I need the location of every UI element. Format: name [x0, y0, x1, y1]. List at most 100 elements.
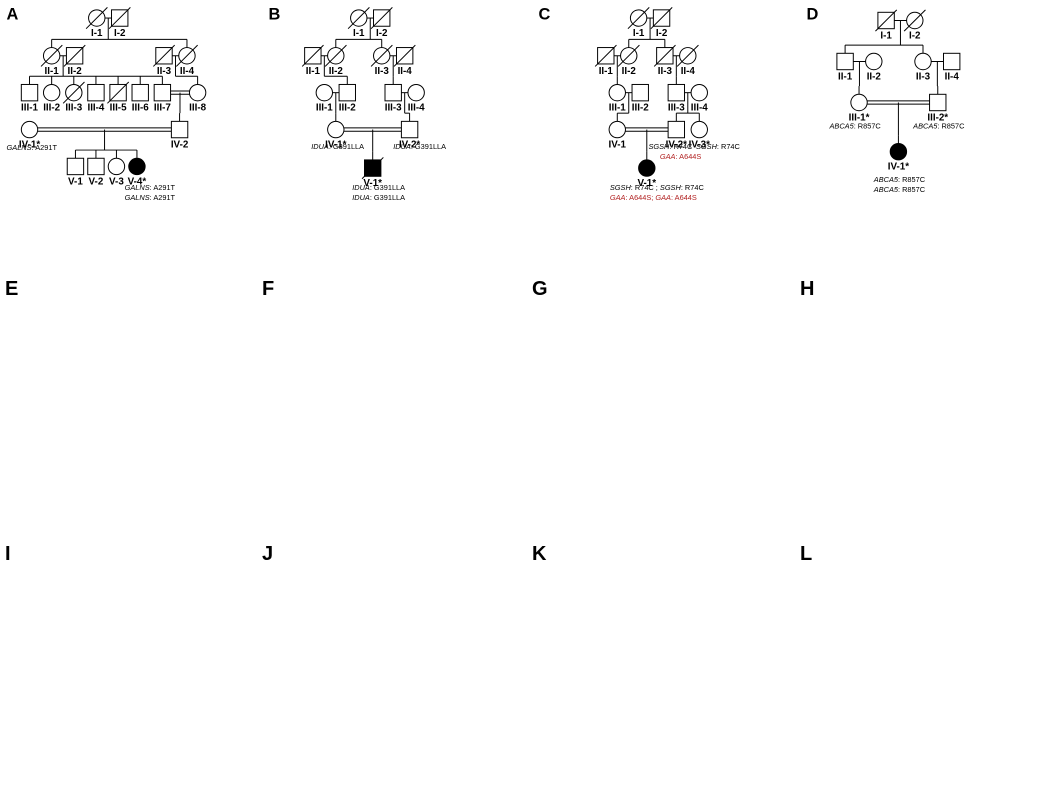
female-symbol: [128, 157, 146, 176]
individual-II-2: II-2: [865, 52, 883, 83]
individual-label: IV-2*: [666, 140, 687, 151]
male-symbol: [667, 120, 686, 139]
individual-IV-3: IV-3*: [689, 120, 710, 151]
male-symbol: [631, 83, 649, 102]
female-symbol: [42, 83, 61, 102]
individual-label: V-1: [68, 177, 83, 188]
deceased-slash: [676, 44, 699, 67]
female-symbol: [315, 83, 334, 102]
individual-IV-1: IV-1*: [325, 120, 347, 151]
individual-label: III-2: [339, 103, 356, 114]
panel-label-I: I: [5, 543, 11, 565]
individual-label: II-2: [68, 66, 83, 77]
male-symbol: [87, 157, 105, 176]
genotype-label: IDUA: G391LLA: [352, 193, 405, 202]
individual-III-2: III-2*: [927, 93, 948, 124]
individual-label: I-1: [353, 28, 365, 39]
genotype-label: IDUA: G391LLA: [311, 142, 364, 151]
genotype-label: ABCA5: R857C: [873, 185, 926, 194]
deceased-slash: [107, 81, 130, 104]
individual-III-2: III-2: [338, 83, 356, 114]
male-symbol: [20, 83, 39, 102]
genotype-label: GAA: A644S: [660, 152, 701, 161]
male-symbol: [943, 52, 961, 71]
individual-label: IV-2*: [399, 140, 420, 151]
deceased-slash: [85, 7, 108, 30]
individual-I-1: I-1: [627, 7, 650, 39]
male-symbol: [170, 120, 189, 139]
deceased-slash: [301, 44, 324, 67]
panel-label-K: K: [532, 543, 547, 565]
deceased-slash: [617, 44, 640, 67]
individual-label: II-2: [867, 72, 882, 83]
individual-III-3: III-3: [667, 83, 685, 114]
individual-V-4: V-4*: [128, 157, 146, 188]
deceased-slash: [594, 44, 617, 67]
individual-label: II-1: [306, 66, 321, 77]
individual-IV-2: IV-2: [170, 120, 189, 151]
deceased-slash: [650, 7, 673, 30]
individual-label: II-3: [375, 66, 390, 77]
individual-label: III-3: [65, 103, 82, 114]
individual-label: IV-2: [171, 140, 189, 151]
individual-I-1: I-1: [347, 7, 370, 39]
panel-label-G: G: [532, 278, 548, 300]
individual-II-3: II-3: [370, 44, 393, 77]
deceased-slash: [875, 9, 898, 32]
deceased-slash: [653, 44, 676, 67]
male-symbol: [131, 83, 149, 102]
individual-II-2: II-2: [324, 44, 347, 77]
genotype-label: IDUA: G391LLA: [352, 183, 405, 192]
individual-III-4: III-4: [407, 83, 425, 114]
female-symbol: [407, 83, 425, 102]
individual-V-1: V-1: [66, 157, 85, 188]
panel-label: A: [7, 6, 19, 24]
genotype-label: ABCA5: R857C: [873, 175, 926, 184]
deceased-slash: [903, 9, 926, 32]
individual-label: II-3: [157, 66, 172, 77]
individual-label: I-1: [880, 31, 892, 42]
individual-IV-2: IV-2*: [666, 120, 687, 151]
individual-III-6: III-6: [131, 83, 149, 114]
individual-II-3: II-3: [152, 44, 176, 77]
individual-V-1: V-1*: [638, 159, 656, 189]
female-symbol: [327, 120, 345, 139]
individual-label: III-1: [609, 103, 626, 114]
deceased-slash: [370, 7, 393, 30]
panel-label-F: F: [262, 278, 274, 300]
individual-IV-1: IV-1*: [19, 120, 40, 151]
deceased-slash: [393, 44, 416, 67]
individual-label: III-4: [87, 103, 104, 114]
individual-label: IV-1*: [888, 162, 909, 173]
individual-label: III-4: [691, 103, 708, 114]
individual-label: II-3: [658, 66, 673, 77]
panel-label-H: H: [800, 278, 814, 300]
individual-III-1: III-1: [315, 83, 334, 114]
deceased-slash: [62, 81, 85, 104]
individual-I-1: I-1: [875, 9, 898, 42]
individual-label: III-2: [632, 103, 649, 114]
panel-label-L: L: [800, 543, 812, 565]
lines: [613, 17, 700, 160]
individual-I-2: I-2: [903, 9, 926, 42]
individual-label: II-1: [838, 72, 853, 83]
male-symbol: [929, 93, 947, 112]
genotype-label: ABCA5: R857C: [829, 122, 882, 131]
individual-label: I-1: [633, 28, 645, 39]
male-symbol: [400, 120, 419, 139]
male-symbol: [66, 157, 85, 176]
deceased-slash: [370, 44, 393, 67]
individual-label: II-2: [329, 66, 344, 77]
individual-label: I-2: [114, 28, 126, 39]
individual-II-4: II-4: [175, 44, 198, 77]
individual-label: III-4: [408, 103, 425, 114]
individual-label: II-2: [622, 66, 637, 77]
genotype-label: SGSH: R74C ; SGSH: R74C: [610, 183, 705, 192]
individual-III-3: III-3: [62, 81, 85, 114]
genotype-label: ABCA5: R857C: [912, 122, 965, 131]
individual-label: IV-1*: [325, 140, 346, 151]
